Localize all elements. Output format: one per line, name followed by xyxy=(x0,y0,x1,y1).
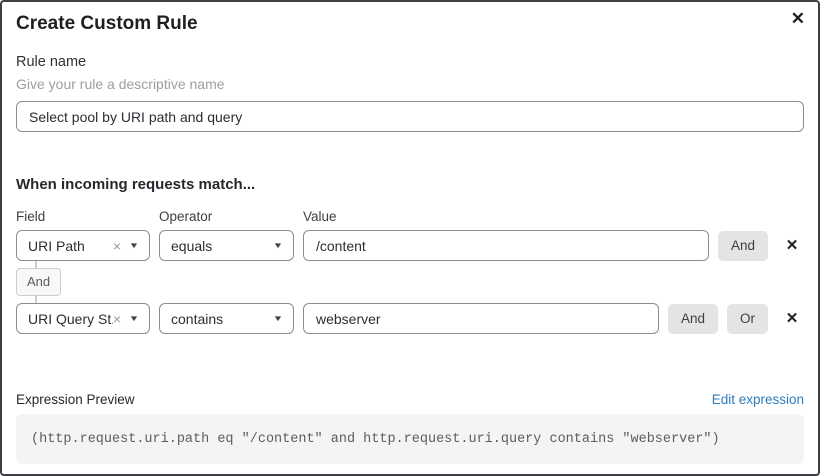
clear-icon[interactable]: × xyxy=(112,310,122,327)
delete-condition-icon[interactable]: ✕ xyxy=(780,304,804,334)
chevron-down-icon: ▼ xyxy=(272,313,284,323)
condition-row-1: URI Path × ▼ equals ▼ And ✕ xyxy=(16,230,804,261)
close-icon[interactable]: ✕ xyxy=(790,9,805,28)
connector-line xyxy=(35,261,37,268)
expression-code: (http.request.uri.path eq "/content" and… xyxy=(16,414,804,464)
add-and-button[interactable]: And xyxy=(667,303,718,334)
edit-expression-link[interactable]: Edit expression xyxy=(711,392,804,407)
operator-select-value: equals xyxy=(171,237,213,254)
value-input[interactable] xyxy=(303,230,709,261)
operator-column-label: Operator xyxy=(159,209,213,224)
value-column-label: Value xyxy=(303,209,337,224)
page-title: Create Custom Rule xyxy=(16,13,198,34)
operator-select-value: contains xyxy=(171,310,224,327)
clear-icon[interactable]: × xyxy=(112,237,122,254)
value-input[interactable] xyxy=(303,303,659,334)
add-or-button[interactable]: Or xyxy=(727,303,768,334)
expression-preview-label: Expression Preview xyxy=(16,392,135,407)
connector-line xyxy=(35,296,37,303)
connector-and-badge: And xyxy=(16,268,62,296)
field-column-label: Field xyxy=(16,209,46,224)
rule-name-helper: Give your rule a descriptive name xyxy=(16,76,225,92)
condition-row-2: URI Query St... × ▼ contains ▼ And Or ✕ xyxy=(16,303,804,334)
field-select-value: URI Path xyxy=(28,237,85,254)
field-select[interactable]: URI Query St... × ▼ xyxy=(16,303,150,334)
rule-name-input[interactable] xyxy=(16,101,804,132)
chevron-down-icon: ▼ xyxy=(128,240,140,250)
operator-select[interactable]: equals ▼ xyxy=(159,230,294,261)
delete-condition-icon[interactable]: ✕ xyxy=(780,231,804,261)
add-and-button[interactable]: And xyxy=(717,230,768,261)
chevron-down-icon: ▼ xyxy=(272,240,284,250)
condition-connector: And xyxy=(16,261,804,303)
field-select-value: URI Query St... xyxy=(28,310,113,327)
match-heading: When incoming requests match... xyxy=(16,176,256,193)
chevron-down-icon: ▼ xyxy=(128,313,140,323)
field-select[interactable]: URI Path × ▼ xyxy=(16,230,150,261)
rule-name-label: Rule name xyxy=(16,54,87,70)
operator-select[interactable]: contains ▼ xyxy=(159,303,294,334)
column-labels: Field Operator Value xyxy=(16,209,804,225)
expression-header: Expression Preview Edit expression xyxy=(16,391,804,408)
